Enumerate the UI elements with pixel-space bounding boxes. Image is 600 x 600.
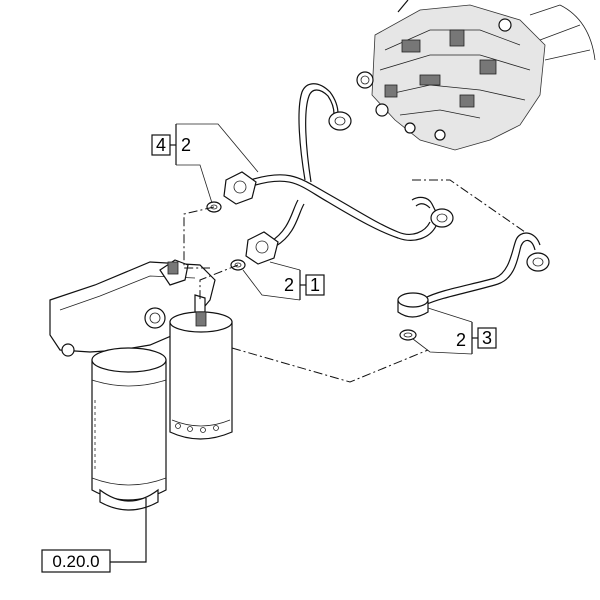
part-label-top: 2 — [181, 135, 191, 155]
qty-label-mid: 1 — [310, 275, 320, 295]
banjo-fitting-lower — [230, 231, 279, 271]
injector-pipe-middle — [269, 199, 305, 247]
fuel-filter-assembly — [49, 259, 233, 511]
injector-pipe-upper — [249, 83, 454, 241]
reference-label: 0.20.0 — [52, 552, 99, 571]
injection-pump — [356, 0, 596, 151]
qty-label-right: 3 — [482, 328, 492, 348]
callout-group-mid: 2 1 — [242, 261, 325, 301]
banjo-fitting-upper — [206, 171, 257, 213]
callout-group-top: 4 2 — [151, 123, 259, 204]
qty-label-top: 4 — [156, 135, 166, 155]
return-pipe-right — [397, 232, 550, 341]
reference-callout: 0.20.0 — [41, 498, 147, 573]
callout-group-right: 2 3 — [412, 307, 497, 355]
part-label-mid: 2 — [284, 275, 294, 295]
connection-lines — [183, 179, 526, 383]
part-label-right: 2 — [456, 330, 466, 350]
